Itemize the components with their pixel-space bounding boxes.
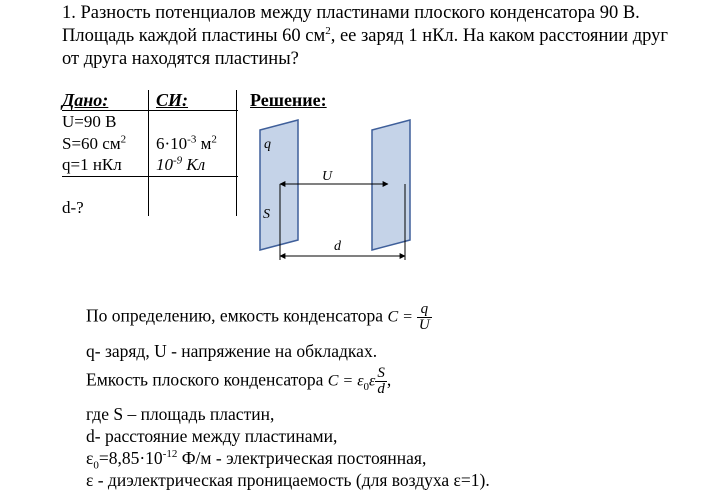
- given-header: Дано:: [62, 90, 109, 110]
- solution-line-6: ε0=8,85·10-12 Ф/м - электрическая постоя…: [86, 447, 427, 472]
- find-d: d-?: [62, 198, 84, 217]
- si-q: 10-9 Кл: [156, 154, 205, 176]
- si-q-b: Кл: [182, 155, 206, 174]
- formula-eq: =: [398, 308, 417, 326]
- si-s-b: м: [196, 134, 212, 153]
- problem-line-2b: , ее заряд 1 нКл. На каком расстоянии др…: [330, 26, 669, 46]
- problem-line-1: 1. Разность потенциалов между пластинами…: [62, 3, 640, 23]
- formula2-eq: = ε: [338, 372, 364, 390]
- eps0-exponent: -12: [162, 448, 178, 461]
- problem-line-2: Площадь каждой пластины 60 см2, ее заряд…: [62, 25, 692, 48]
- given-s: S=60 см2: [62, 133, 126, 155]
- fraction-num-q: q: [416, 302, 432, 318]
- label-d: d: [334, 239, 342, 254]
- fraction-den-u: U: [418, 317, 430, 333]
- left-plate: [259, 119, 299, 251]
- fraction-num-s: S: [375, 365, 387, 382]
- eps0-sub: 0: [93, 459, 99, 472]
- eps0-description: Ф/м - электрическая постоянная,: [177, 448, 427, 468]
- given-s-text: S=60 см: [62, 134, 121, 153]
- table-given-rule: [62, 176, 238, 177]
- label-s: S: [263, 207, 270, 222]
- label-q: q: [264, 137, 271, 152]
- si-q-a: 10: [156, 155, 173, 174]
- solution-header-text: Решение:: [250, 90, 327, 110]
- solution-line-2: q- заряд, U - напряжение на обкладках.: [86, 341, 378, 361]
- formula2-c: C: [327, 372, 339, 390]
- solution-header: Решение:: [236, 90, 327, 111]
- si-s-sup: -3: [187, 133, 197, 146]
- problem-line-3: от друга находятся пластины?: [62, 49, 299, 69]
- formula-c: C: [387, 308, 399, 326]
- problem-statement: 1. Разность потенциалов между пластинами…: [62, 2, 692, 71]
- table-divider-2: [236, 90, 237, 216]
- solution-line-4: где S – площадь пластин,: [86, 404, 275, 424]
- table-header-rule: [62, 110, 238, 111]
- eps0-symbol: ε: [86, 448, 94, 468]
- formula2-eps: ε: [369, 372, 376, 390]
- solution-line-1: По определению, емкость конденсатора C =…: [86, 302, 432, 333]
- eps0-value: =8,85·10: [98, 448, 163, 468]
- problem-line-2-sup: 2: [325, 24, 331, 37]
- problem-line-2a: Площадь каждой пластины 60 см: [62, 26, 326, 46]
- si-s: 6·10-3 м2: [156, 133, 217, 155]
- formula2-comma: ,: [386, 369, 392, 390]
- solution-line-5: d- расстояние между пластинами,: [86, 426, 338, 446]
- capacitor-diagram: q S U d: [259, 119, 411, 260]
- si-q-sup: -9: [173, 154, 183, 167]
- table-divider-1: [148, 90, 149, 216]
- given-s-sup: 2: [120, 133, 127, 146]
- fraction-den-d: d: [377, 381, 385, 397]
- given-q: q=1 нКл: [62, 155, 122, 174]
- formula2-sub: 0: [363, 381, 370, 394]
- si-s-sup2: 2: [211, 133, 217, 146]
- right-plate: [371, 119, 411, 251]
- si-header: СИ:: [156, 90, 189, 110]
- given-u: U=90 В: [62, 112, 117, 131]
- si-s-a: 6·10: [156, 134, 188, 153]
- solution-line-1-text: По определению, емкость конденсатора: [86, 305, 384, 326]
- solution-line-7: ε - диэлектрическая проницаемость (для в…: [86, 470, 490, 490]
- solution-line-3-text: Емкость плоского конденсатора: [86, 369, 324, 390]
- label-u: U: [322, 169, 333, 184]
